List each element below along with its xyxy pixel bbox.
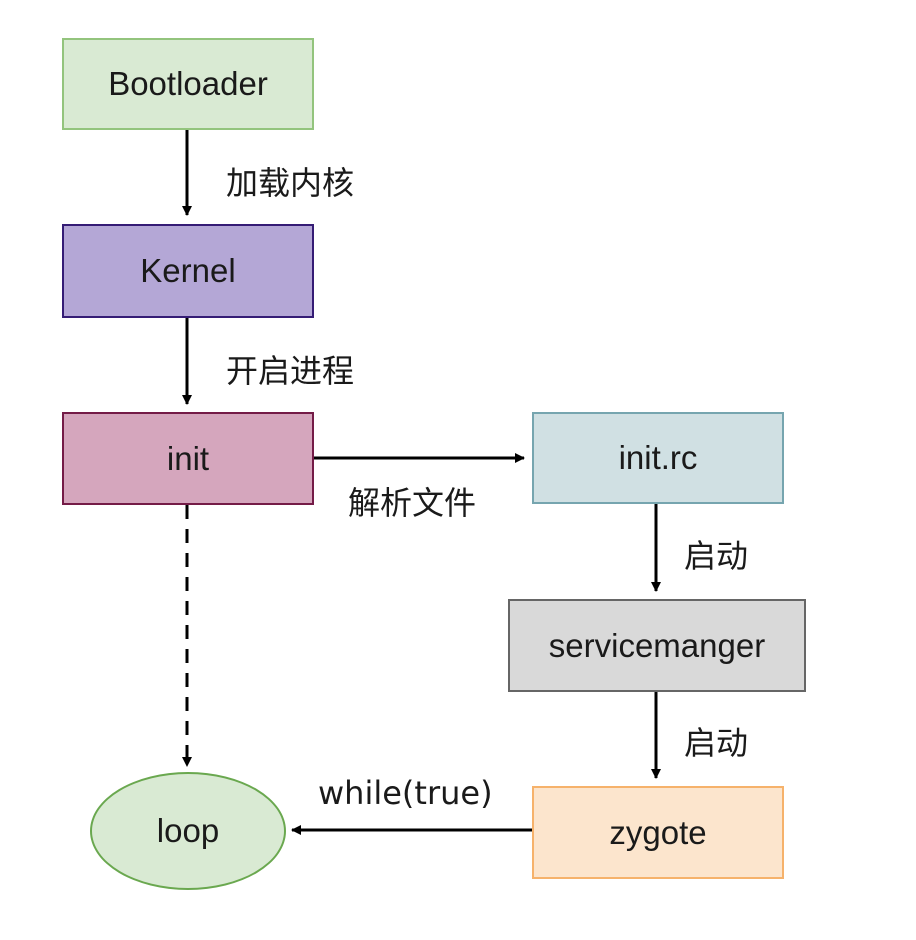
init-rc-node: init.rc: [532, 412, 784, 504]
edge-label-start-zygote: 启动: [684, 724, 749, 762]
edge-label-start-process: 开启进程: [226, 352, 355, 390]
loop-node: loop: [90, 772, 286, 890]
servicemanger-label: servicemanger: [548, 626, 766, 664]
bootloader-node: Bootloader: [62, 38, 314, 130]
edge-label-parse-file: 解析文件: [348, 484, 477, 522]
init-node: init: [62, 412, 314, 505]
init-rc-label: init.rc: [618, 439, 698, 476]
kernel-label: Kernel: [140, 252, 236, 289]
kernel-node: Kernel: [62, 224, 314, 318]
edge-label-while-true: while(true): [318, 774, 493, 812]
zygote-node: zygote: [532, 786, 784, 879]
init-label: init: [166, 439, 210, 477]
zygote-label: zygote: [609, 813, 707, 851]
edge-label-start-servicemanger: 启动: [684, 537, 749, 575]
loop-label: loop: [156, 812, 220, 849]
edge-label-load-kernel: 加载内核: [226, 164, 355, 202]
servicemanger-node: servicemanger: [508, 599, 806, 692]
bootloader-label: Bootloader: [108, 65, 268, 102]
